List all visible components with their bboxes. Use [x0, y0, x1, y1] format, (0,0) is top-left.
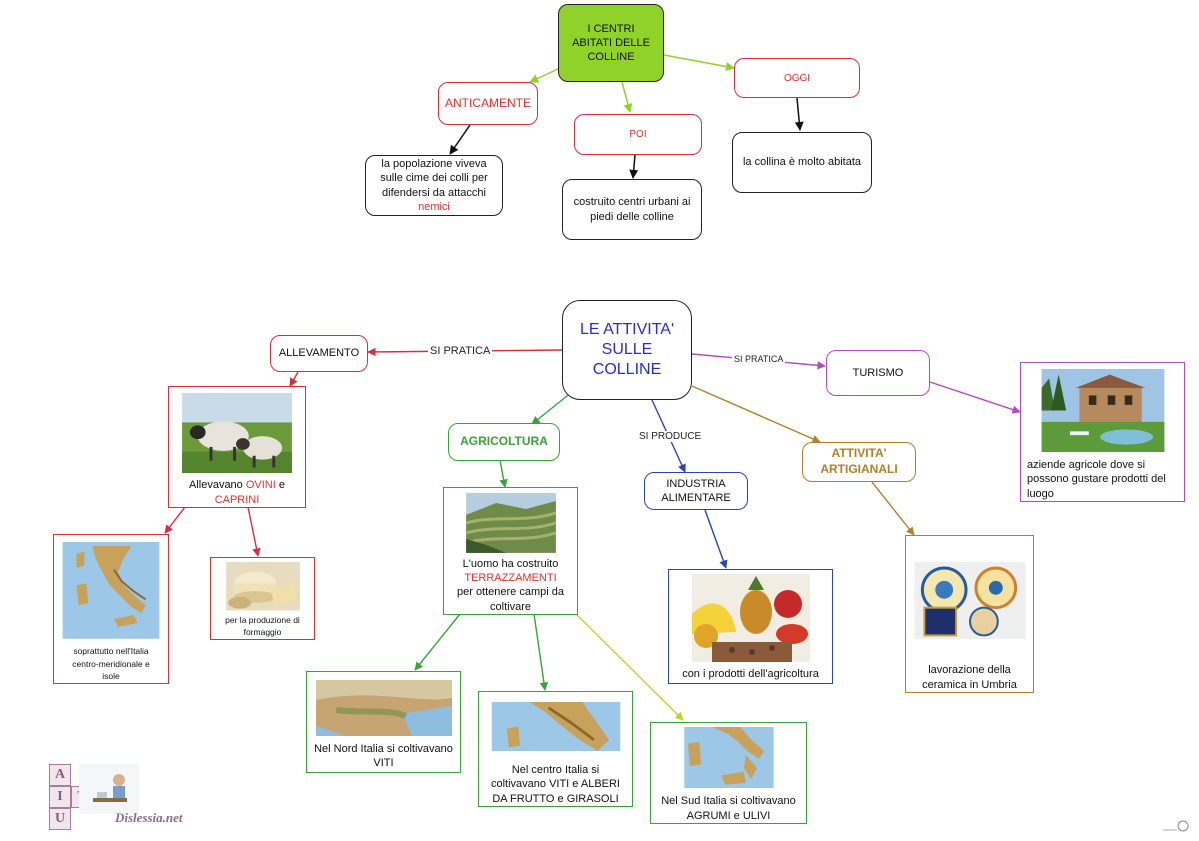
italia-node: soprattutto nell'Italia centro-meridiona… — [53, 534, 169, 684]
centro-italia-node: Nel centro Italia si coltivavano VITI e … — [478, 691, 633, 807]
agricoltura-detail-node: L'uomo ha costruito TERRAZZAMENTI per ot… — [443, 487, 578, 615]
sud-desc-line-2: AGRUMI e ULIVI — [687, 809, 771, 823]
turismo-desc-line-2: possono gustare prodotti del — [1021, 472, 1184, 486]
centro-desc-line-2: coltivavano VITI e ALBERI — [491, 777, 620, 791]
anticamente-desc-accent: nemici — [418, 200, 450, 214]
bottom-root-line-3: COLLINE — [593, 360, 661, 380]
formaggio-desc-line-2: formaggio — [244, 626, 282, 639]
bottom-root-node: LE ATTIVITA' SULLE COLLINE — [562, 300, 692, 400]
ceramica-desc-line-1: lavorazione della — [928, 663, 1011, 677]
terraces-image — [466, 493, 556, 553]
allevamento-detail-node: Allevavano OVINI e CAPRINI — [168, 386, 306, 508]
italia-desc-line-1: soprattutto nell'Italia — [73, 645, 148, 658]
italia-desc-line-2: centro-meridionale e — [72, 658, 149, 671]
anticamente-node: ANTICAMENTE — [438, 82, 538, 125]
industria-line-1: INDUSTRIA — [666, 477, 725, 491]
industria-detail-node: con i prodotti dell'agricoltura — [668, 569, 833, 684]
corner-watermark-icon — [1161, 819, 1191, 833]
logo-brand-text: Dislessia.net — [115, 810, 183, 826]
artigianali-line-2: ARTIGIANALI — [820, 462, 897, 478]
oggi-node: OGGI — [734, 58, 860, 98]
poi-label: POI — [629, 128, 646, 141]
poi-node: POI — [574, 114, 702, 155]
ceramics-image — [914, 562, 1026, 639]
artigianali-node: ATTIVITA' ARTIGIANALI — [802, 442, 916, 482]
turismo-label: TURISMO — [853, 366, 904, 380]
turismo-detail-node: aziende agricole dove si possono gustare… — [1020, 362, 1185, 502]
edge-label-industria: SI PRODUCE — [637, 431, 703, 442]
poi-desc-line-1: costruito centri urbani ai — [574, 195, 691, 209]
anticamente-desc-line-2: sulle cime dei colli per — [380, 171, 488, 185]
ceramica-desc-line-2: ceramica in Umbria — [922, 678, 1017, 692]
south-italy-map-image — [681, 727, 777, 788]
poi-desc-line-2: piedi delle colline — [590, 210, 674, 224]
logo-cube-a: A — [49, 764, 71, 786]
top-root-node: I CENTRI ABITATI DELLE COLLINE — [558, 4, 664, 82]
top-root-line-1: I CENTRI — [587, 22, 634, 36]
agricoltura-label: AGRICOLTURA — [460, 434, 548, 450]
top-root-line-3: COLLINE — [587, 50, 634, 64]
italia-desc-line-3: isole — [102, 670, 119, 683]
nord-desc-line-2: VITI — [373, 756, 393, 770]
agricoltura-desc-line-3: coltivare — [490, 600, 531, 614]
ceramica-node: lavorazione della ceramica in Umbria — [905, 535, 1034, 693]
food-products-image — [692, 574, 810, 662]
anticamente-desc-line-3: difendersi da attacchi — [382, 186, 486, 200]
sud-desc-line-1: Nel Sud Italia si coltivavano — [661, 794, 796, 808]
nord-desc-line-1: Nel Nord Italia si coltivavano — [314, 742, 453, 756]
allevamento-and: e — [276, 479, 285, 491]
nord-italia-node: Nel Nord Italia si coltivavano VITI — [306, 671, 461, 773]
top-root-line-2: ABITATI DELLE — [572, 36, 650, 50]
child-reading-icon — [79, 764, 139, 814]
centro-desc-line-1: Nel centro Italia si — [512, 763, 599, 777]
agricoltura-accent: TERRAZZAMENTI — [464, 571, 556, 585]
edge-label-turismo: SI PRATICA — [732, 354, 785, 364]
bottom-root-line-2: SULLE — [602, 340, 653, 360]
edge-label-allevamento: SI PRATICA — [428, 345, 492, 357]
turismo-desc-line-3: luogo — [1021, 487, 1184, 501]
agricoltura-desc-line-1: L'uomo ha costruito — [463, 557, 559, 571]
allevamento-desc-prefix: Allevavano — [189, 479, 246, 491]
oggi-description-node: la collina è molto abitata — [732, 132, 872, 193]
anticamente-label: ANTICAMENTE — [445, 96, 531, 112]
cheese-image — [225, 562, 301, 611]
central-italy-map-image — [488, 702, 624, 751]
allevamento-caprini: CAPRINI — [215, 493, 260, 507]
italy-map-image — [62, 542, 160, 639]
allevamento-node: ALLEVAMENTO — [270, 335, 368, 372]
turismo-desc-line-1: aziende agricole dove si — [1021, 458, 1184, 472]
anticamente-desc-line-1: la popolazione viveva — [381, 157, 486, 171]
centro-desc-line-3: DA FRUTTO e GIRASOLI — [492, 792, 618, 806]
formaggio-node: per la produzione di formaggio — [210, 557, 315, 640]
industria-desc: con i prodotti dell'agricoltura — [682, 667, 819, 681]
agricoltura-node: AGRICOLTURA — [448, 423, 560, 461]
formaggio-desc-line-1: per la produzione di — [225, 614, 300, 627]
anticamente-description-node: la popolazione viveva sulle cime dei col… — [365, 155, 503, 216]
allevamento-ovini: OVINI — [246, 479, 276, 491]
agricoltura-desc-line-2: per ottenere campi da — [457, 585, 564, 599]
artigianali-line-1: ATTIVITA' — [831, 446, 886, 462]
sheep-image — [181, 393, 293, 473]
industria-line-2: ALIMENTARE — [661, 491, 730, 505]
turismo-node: TURISMO — [826, 350, 930, 396]
farmhouse-image — [1038, 369, 1168, 452]
industria-node: INDUSTRIA ALIMENTARE — [644, 472, 748, 510]
poi-description-node: costruito centri urbani ai piedi delle c… — [562, 179, 702, 240]
dislessia-logo: A I T U Dislessia.net — [45, 760, 200, 830]
oggi-label: OGGI — [784, 72, 810, 85]
allevamento-label: ALLEVAMENTO — [279, 346, 359, 360]
bottom-root-line-1: LE ATTIVITA' — [580, 320, 674, 340]
north-italy-map-image — [316, 680, 452, 736]
oggi-desc-text: la collina è molto abitata — [743, 155, 861, 169]
logo-cube-i: I — [49, 786, 71, 808]
logo-cube-u: U — [49, 808, 71, 830]
sud-italia-node: Nel Sud Italia si coltivavano AGRUMI e U… — [650, 722, 807, 824]
